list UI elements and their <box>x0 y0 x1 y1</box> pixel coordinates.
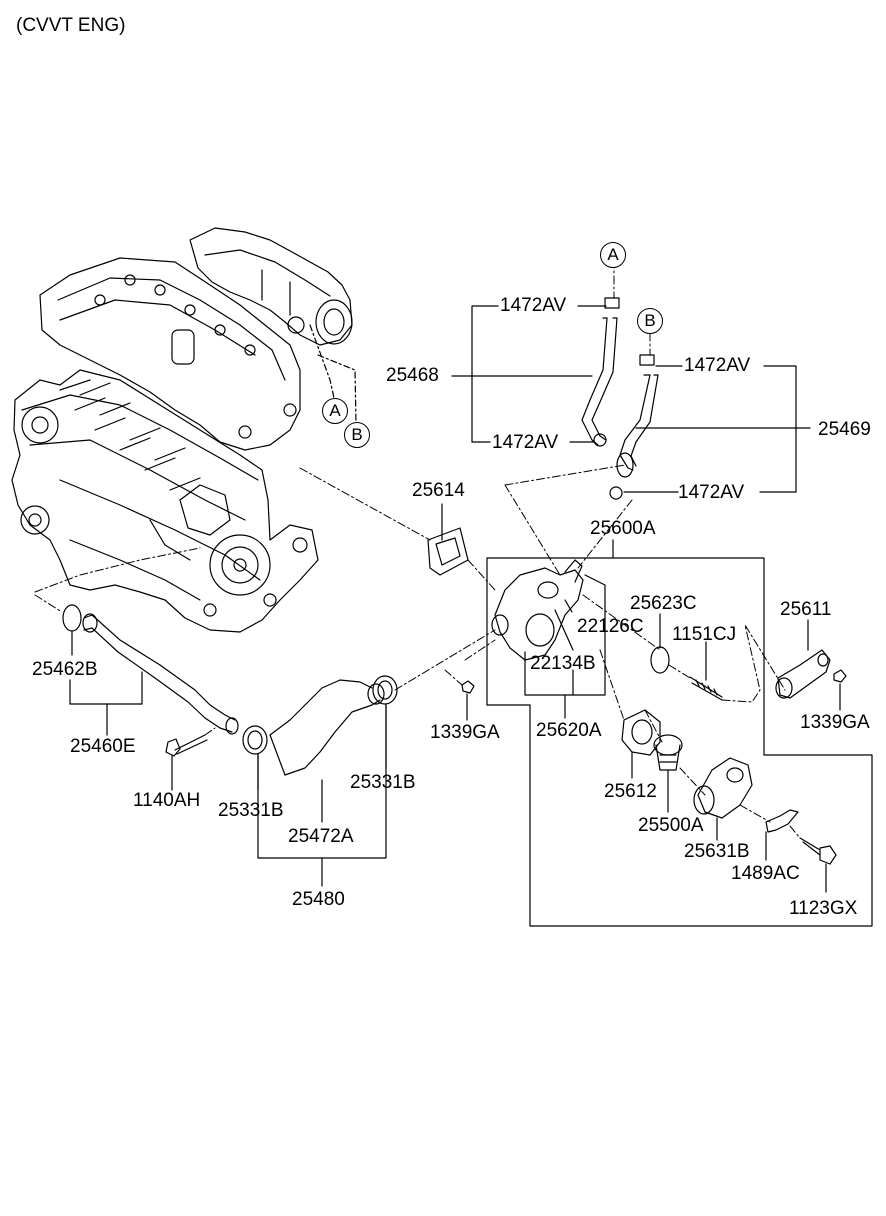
label-22126c: 22126C <box>577 616 644 637</box>
alignment-lines <box>35 260 800 838</box>
callout-a-top: A <box>600 242 626 268</box>
label-25500a: 25500A <box>638 815 704 836</box>
label-25460e: 25460E <box>70 736 136 757</box>
leader-lines <box>70 306 872 926</box>
label-1339ga-right: 1339GA <box>800 712 870 733</box>
label-1472av-top-left: 1472AV <box>500 295 567 316</box>
label-25612: 25612 <box>604 781 657 802</box>
water-outlet-assembly <box>492 560 583 660</box>
bolt-1123gx <box>800 838 836 864</box>
label-25611: 25611 <box>780 599 832 620</box>
gasket-25614 <box>428 528 468 575</box>
label-25331b-right: 25331B <box>350 772 416 793</box>
bolt-1140ah <box>166 735 207 756</box>
callout-b-engine: B <box>344 422 370 448</box>
sensor-1489ac <box>766 810 798 832</box>
label-25480: 25480 <box>292 889 345 910</box>
label-1472av-top-right: 1472AV <box>684 355 751 376</box>
label-25620a: 25620A <box>536 720 602 741</box>
label-1472av-mid-left: 1472AV <box>492 432 559 453</box>
clamp-25331b-left <box>243 726 267 754</box>
label-1140ah: 1140AH <box>133 790 201 811</box>
label-1472av-mid-right: 1472AV <box>678 482 745 503</box>
label-1339ga-left: 1339GA <box>430 722 500 743</box>
label-25614: 25614 <box>412 480 465 501</box>
o-ring-25462b <box>63 605 81 631</box>
clamp-25331b-right <box>373 676 397 704</box>
label-25462b: 25462B <box>32 659 98 680</box>
housing-25631b <box>694 758 752 818</box>
engine-assembly <box>12 228 352 632</box>
nut-1339ga-left <box>462 681 474 693</box>
label-25472a: 25472A <box>288 826 354 847</box>
label-25600a: 25600A <box>590 518 656 539</box>
o-ring-25623c <box>651 647 669 673</box>
label-1151cj: 1151CJ <box>672 624 737 645</box>
thermostat-25500a <box>654 735 682 770</box>
nut-1339ga-right <box>834 670 846 682</box>
label-25623c: 25623C <box>630 593 697 614</box>
hose-25472a <box>270 680 384 775</box>
stud-1151cj <box>690 677 722 700</box>
label-25331b-left: 25331B <box>218 800 284 821</box>
fitting-25611 <box>776 650 830 698</box>
label-1489ac: 1489AC <box>731 863 800 884</box>
label-25468: 25468 <box>386 365 439 386</box>
label-1123gx: 1123GX <box>789 898 858 919</box>
pipe-25460e <box>83 614 238 734</box>
label-22134b: 22134B <box>530 653 596 674</box>
callout-b-top: B <box>637 308 663 334</box>
callout-a-engine: A <box>322 398 348 424</box>
label-25631b: 25631B <box>684 841 750 862</box>
label-25469: 25469 <box>818 419 871 440</box>
vacuum-hoses <box>582 298 658 499</box>
diagram-title: (CVVT ENG) <box>16 15 126 36</box>
